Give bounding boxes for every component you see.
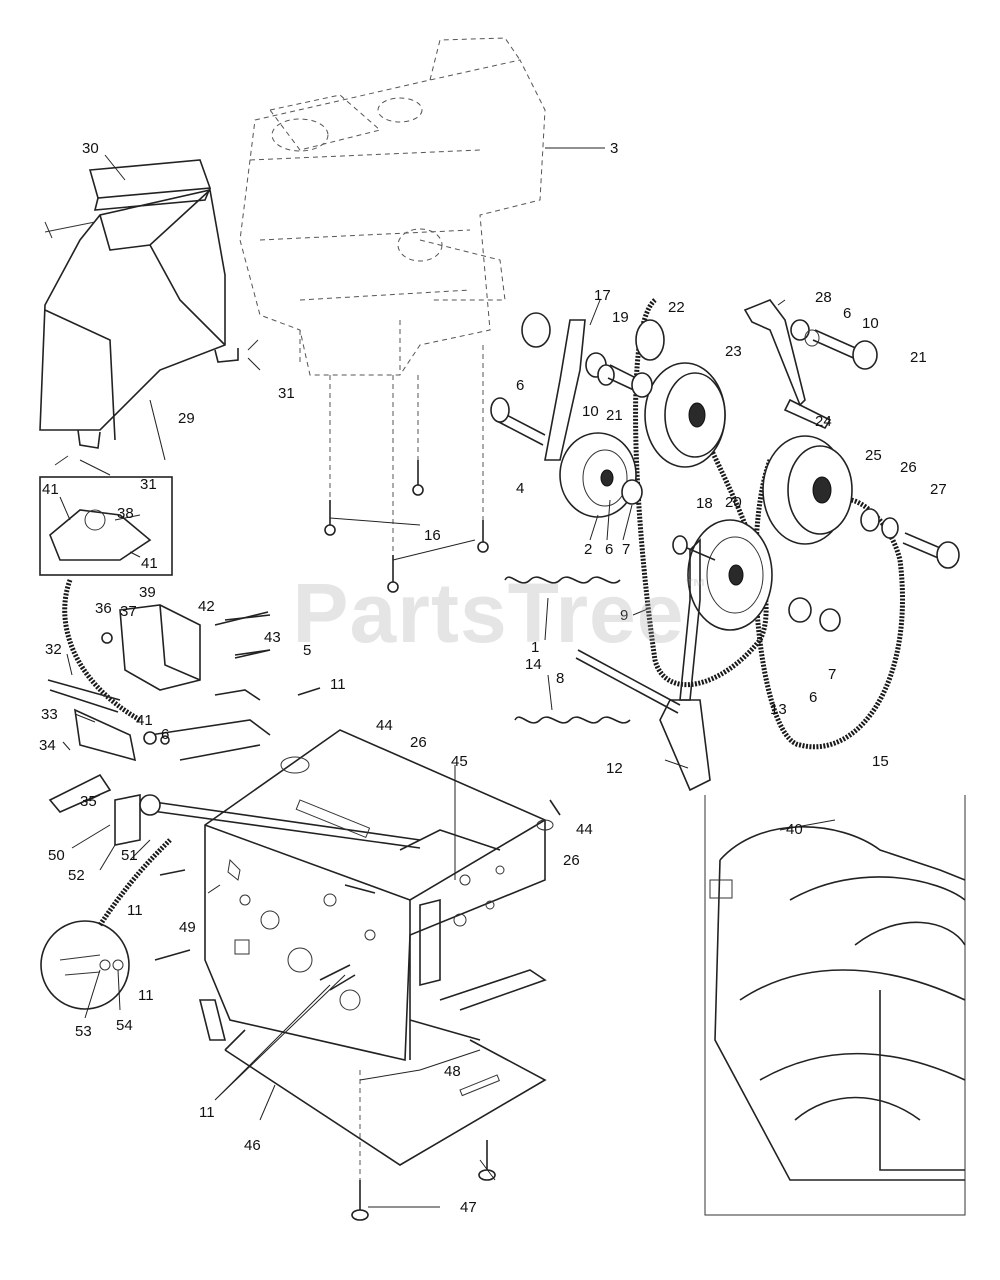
- callout-48: 48: [444, 1063, 461, 1080]
- callout-43: 43: [264, 629, 281, 646]
- callout-17: 17: [594, 287, 611, 304]
- callout-44b: 44: [576, 821, 593, 838]
- callout-21b: 21: [910, 349, 927, 366]
- pulley-24: [762, 435, 853, 545]
- callout-11b: 11: [127, 902, 143, 919]
- callout-4: 4: [516, 480, 524, 497]
- callout-35: 35: [80, 793, 97, 810]
- callout-5: 5: [303, 642, 311, 659]
- callout-9: 9: [620, 607, 628, 624]
- inset-detail-box: [39, 476, 173, 576]
- callout-19: 19: [612, 309, 629, 326]
- callout-37: 37: [120, 603, 137, 620]
- callout-52: 52: [68, 867, 85, 884]
- callout-11a: 11: [330, 676, 346, 693]
- callout-7b: 7: [828, 666, 836, 683]
- pulley-2: [559, 432, 637, 518]
- callout-41b: 41: [141, 555, 158, 572]
- callout-54: 54: [116, 1017, 133, 1034]
- callout-53: 53: [75, 1023, 92, 1040]
- control-linkage: [47, 579, 421, 871]
- callout-31a: 31: [278, 385, 295, 402]
- callout-11c: 11: [138, 987, 154, 1004]
- callout-25: 25: [865, 447, 882, 464]
- callout-24: 24: [815, 413, 832, 430]
- callout-8: 8: [556, 670, 564, 687]
- callout-18: 18: [696, 495, 713, 512]
- callout-6c: 6: [605, 541, 613, 558]
- idler-brackets: [544, 299, 832, 792]
- callout-6e: 6: [161, 726, 169, 743]
- callout-10a: 10: [862, 315, 879, 332]
- callout-6b: 6: [516, 377, 524, 394]
- callout-36: 36: [95, 600, 112, 617]
- callout-13: 13: [770, 701, 787, 718]
- callout-49: 49: [179, 919, 196, 936]
- callout-6a: 6: [843, 305, 851, 322]
- belt-cover: [39, 154, 261, 476]
- callout-2: 2: [584, 541, 592, 558]
- springs: [504, 576, 631, 724]
- callout-50: 50: [48, 847, 65, 864]
- callout-6d: 6: [809, 689, 817, 706]
- callout-15: 15: [872, 753, 889, 770]
- pulley-23: [644, 362, 726, 468]
- callout-26a: 26: [900, 459, 917, 476]
- callout-31b: 31: [140, 476, 157, 493]
- engine-outline: [239, 37, 605, 376]
- callout-41c: 41: [136, 712, 153, 729]
- callout-22: 22: [668, 299, 685, 316]
- callout-12: 12: [606, 760, 623, 777]
- callout-20: 20: [725, 494, 742, 511]
- fasteners: [154, 312, 960, 1221]
- inset-detail-circle: [40, 838, 172, 1019]
- callout-29: 29: [178, 410, 195, 427]
- callout-23: 23: [725, 343, 742, 360]
- callout-28: 28: [815, 289, 832, 306]
- callout-34: 34: [39, 737, 56, 754]
- callout-46: 46: [244, 1137, 261, 1154]
- callout-26c: 26: [563, 852, 580, 869]
- callout-3: 3: [610, 140, 618, 157]
- callout-labels: 30 3 17 22 28 6 10 19 6 10 21 21 23 31 2…: [39, 140, 947, 1216]
- callout-39: 39: [139, 584, 156, 601]
- callout-7a: 7: [622, 541, 630, 558]
- frame-housing: [198, 729, 547, 1166]
- callout-44a: 44: [376, 717, 393, 734]
- callout-21a: 21: [606, 407, 623, 424]
- callout-45: 45: [451, 753, 468, 770]
- callout-47: 47: [460, 1199, 477, 1216]
- auger-housing: [704, 795, 966, 1216]
- callout-1: 1: [531, 639, 539, 656]
- callout-42: 42: [198, 598, 215, 615]
- callout-30: 30: [82, 140, 99, 157]
- callout-14: 14: [525, 656, 542, 673]
- callout-32: 32: [45, 641, 62, 658]
- callout-27: 27: [930, 481, 947, 498]
- callout-41a: 41: [42, 481, 59, 498]
- callout-11d: 11: [199, 1104, 215, 1121]
- callout-40: 40: [786, 821, 803, 838]
- callout-10b: 10: [582, 403, 599, 420]
- callout-38: 38: [117, 505, 134, 522]
- callout-33: 33: [41, 706, 58, 723]
- pulley-20: [687, 519, 773, 631]
- callout-51: 51: [121, 847, 138, 864]
- callout-16: 16: [424, 527, 441, 544]
- callout-26b: 26: [410, 734, 427, 751]
